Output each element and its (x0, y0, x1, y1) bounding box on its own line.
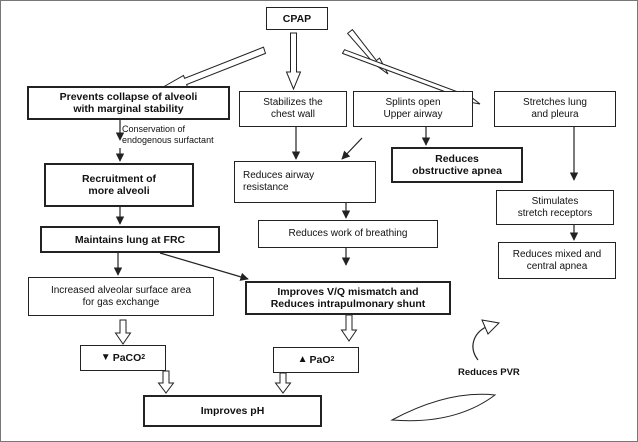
pvr-arrowhead (481, 319, 501, 335)
node-reduces-work-of-breathing: Reduces work of breathing (258, 220, 438, 248)
pao2-text: PaO (309, 354, 331, 366)
pvr-lens-shape (390, 393, 497, 422)
arrow-airway-to-resistance (341, 137, 363, 160)
pao2-subscript: 2 (330, 356, 335, 363)
node-reduces-central-apnea: Reduces mixed and central apnea (498, 242, 616, 279)
arrow-cpap-to-stabilizes-chest (285, 32, 302, 91)
arrow-pao2-to-ph (274, 372, 292, 394)
arrow-surface-to-paco2 (114, 319, 132, 345)
paco2-subscript: 2 (141, 354, 146, 361)
label-conservation-surfactant: Conservation of endogenous surfactant (122, 124, 214, 145)
arrow-paco2-to-ph (157, 370, 175, 394)
node-maintains-frc: Maintains lung at FRC (40, 226, 220, 253)
node-splints-upper-airway: Splints open Upper airway (353, 91, 473, 127)
label-reduces-pvr: Reduces PVR (458, 367, 520, 378)
pvr-curved-arrow (472, 326, 487, 361)
arrow-cpap-to-prevents-collapse (150, 46, 267, 95)
node-reduces-airway-resistance: Reduces airway resistance (234, 161, 376, 203)
node-prevents-collapse: Prevents collapse of alveoli with margin… (27, 86, 230, 120)
paco2-text: PaCO (112, 352, 142, 364)
down-arrow-icon: ▼ (100, 352, 111, 363)
node-improves-ph: Improves pH (143, 395, 322, 427)
node-stabilizes-chest-wall: Stabilizes the chest wall (239, 91, 347, 127)
node-improves-vq-mismatch: Improves V/Q mismatch and Reduces intrap… (245, 281, 451, 315)
node-recruitment: Recruitment of more alveoli (44, 163, 194, 207)
arrow-frc-to-vq (159, 252, 249, 281)
node-increased-surface-area: Increased alveolar surface area for gas … (28, 277, 214, 316)
node-cpap: CPAP (266, 7, 328, 30)
up-arrow-icon: ▲ (297, 354, 308, 365)
node-reduces-obstructive-apnea: Reduces obstructive apnea (391, 147, 523, 183)
arrow-vq-to-pao2 (340, 314, 358, 342)
node-stimulates-stretch-receptors: Stimulates stretch receptors (496, 190, 614, 225)
node-stretches-lung: Stretches lung and pleura (494, 91, 616, 127)
